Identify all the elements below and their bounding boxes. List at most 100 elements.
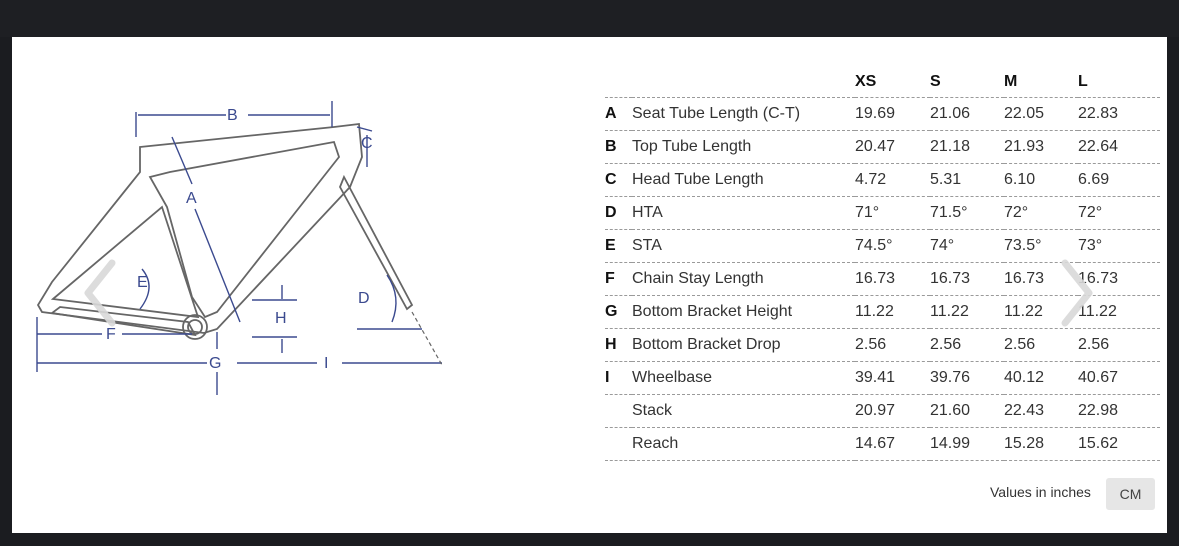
row-label: Seat Tube Length (C-T) <box>632 97 855 131</box>
value-l: 22.98 <box>1078 394 1160 428</box>
value-xs: 16.73 <box>855 262 930 296</box>
frame-geometry-diagram: B C A E D H F G I <box>12 37 602 533</box>
value-s: 21.18 <box>930 130 1004 164</box>
header-size-xs: XS <box>855 66 930 98</box>
chevron-right-icon <box>1061 259 1093 327</box>
row-label: STA <box>632 229 855 263</box>
value-s: 16.73 <box>930 262 1004 296</box>
previous-image-button[interactable] <box>75 253 125 333</box>
frame-outline <box>36 122 414 340</box>
row-label: Wheelbase <box>632 361 855 395</box>
table-row: C Head Tube Length 4.72 5.31 6.10 6.69 <box>605 163 1160 197</box>
value-m: 15.28 <box>1004 427 1078 461</box>
chevron-left-icon <box>84 259 116 327</box>
header-size-s: S <box>930 66 1004 98</box>
row-label: Bottom Bracket Height <box>632 295 855 329</box>
table-row: Stack 20.97 21.60 22.43 22.98 <box>605 394 1160 428</box>
label-a: A <box>186 190 197 207</box>
label-h: H <box>275 310 287 327</box>
value-l: 15.62 <box>1078 427 1160 461</box>
row-letter: D <box>605 196 632 230</box>
row-label: Bottom Bracket Drop <box>632 328 855 362</box>
value-l: 16.73 <box>1078 262 1160 296</box>
value-xs: 19.69 <box>855 97 930 131</box>
header-letter <box>605 66 632 98</box>
label-f: F <box>106 326 116 343</box>
value-xs: 20.97 <box>855 394 930 428</box>
value-xs: 2.56 <box>855 328 930 362</box>
table-row: A Seat Tube Length (C-T) 19.69 21.06 22.… <box>605 97 1160 131</box>
value-m: 40.12 <box>1004 361 1078 395</box>
row-letter: G <box>605 295 632 329</box>
row-letter <box>605 394 632 428</box>
value-s: 21.60 <box>930 394 1004 428</box>
value-l: 22.83 <box>1078 97 1160 131</box>
value-xs: 11.22 <box>855 295 930 329</box>
value-m: 22.43 <box>1004 394 1078 428</box>
geometry-table: XS S M L A Seat Tube Length (C-T) 19.69 … <box>605 66 1160 461</box>
next-image-button[interactable] <box>1052 253 1102 333</box>
table-header-row: XS S M L <box>605 66 1160 98</box>
value-l: 40.67 <box>1078 361 1160 395</box>
table-row: G Bottom Bracket Height 11.22 11.22 11.2… <box>605 295 1160 329</box>
value-s: 39.76 <box>930 361 1004 395</box>
value-xs: 74.5° <box>855 229 930 263</box>
value-l: 22.64 <box>1078 130 1160 164</box>
value-l: 2.56 <box>1078 328 1160 362</box>
label-g: G <box>209 355 221 372</box>
value-xs: 4.72 <box>855 163 930 197</box>
row-letter: E <box>605 229 632 263</box>
value-l: 11.22 <box>1078 295 1160 329</box>
row-letter: B <box>605 130 632 164</box>
value-s: 14.99 <box>930 427 1004 461</box>
table-row: E STA 74.5° 74° 73.5° 73° <box>605 229 1160 263</box>
row-label: Chain Stay Length <box>632 262 855 296</box>
value-xs: 71° <box>855 196 930 230</box>
value-m: 72° <box>1004 196 1078 230</box>
value-l: 72° <box>1078 196 1160 230</box>
value-m: 22.05 <box>1004 97 1078 131</box>
value-m: 6.10 <box>1004 163 1078 197</box>
table-row: Reach 14.67 14.99 15.28 15.62 <box>605 427 1160 461</box>
value-s: 2.56 <box>930 328 1004 362</box>
value-s: 71.5° <box>930 196 1004 230</box>
value-xs: 20.47 <box>855 130 930 164</box>
row-label: Head Tube Length <box>632 163 855 197</box>
value-m: 2.56 <box>1004 328 1078 362</box>
label-i: I <box>324 355 328 372</box>
header-size-m: M <box>1004 66 1078 98</box>
row-letter: F <box>605 262 632 296</box>
label-e: E <box>137 274 148 291</box>
table-row: B Top Tube Length 20.47 21.18 21.93 22.6… <box>605 130 1160 164</box>
dimension-lines <box>36 101 442 395</box>
row-letter: C <box>605 163 632 197</box>
value-s: 74° <box>930 229 1004 263</box>
label-d: D <box>358 290 370 307</box>
fork-axis-line <box>411 311 443 366</box>
row-letter: A <box>605 97 632 131</box>
header-label <box>632 66 855 98</box>
value-m: 21.93 <box>1004 130 1078 164</box>
value-s: 11.22 <box>930 295 1004 329</box>
label-b: B <box>227 107 238 124</box>
row-label: Stack <box>632 394 855 428</box>
table-row: F Chain Stay Length 16.73 16.73 16.73 16… <box>605 262 1160 296</box>
header-size-l: L <box>1078 66 1160 98</box>
value-s: 5.31 <box>930 163 1004 197</box>
row-letter <box>605 427 632 461</box>
row-letter: H <box>605 328 632 362</box>
table-row: H Bottom Bracket Drop 2.56 2.56 2.56 2.5… <box>605 328 1160 362</box>
row-label: Reach <box>632 427 855 461</box>
value-m: 11.22 <box>1004 295 1078 329</box>
value-xs: 14.67 <box>855 427 930 461</box>
cm-toggle-button[interactable]: CM <box>1106 478 1155 510</box>
value-s: 21.06 <box>930 97 1004 131</box>
units-note: Values in inches <box>990 484 1091 500</box>
value-l: 6.69 <box>1078 163 1160 197</box>
row-label: Top Tube Length <box>632 130 855 164</box>
row-letter: I <box>605 361 632 395</box>
page-header-band <box>0 0 1179 37</box>
frame-drawing: B C A E D H F G I <box>36 101 443 395</box>
dimension-labels: B C A E D H F G I <box>106 107 373 372</box>
row-label: HTA <box>632 196 855 230</box>
